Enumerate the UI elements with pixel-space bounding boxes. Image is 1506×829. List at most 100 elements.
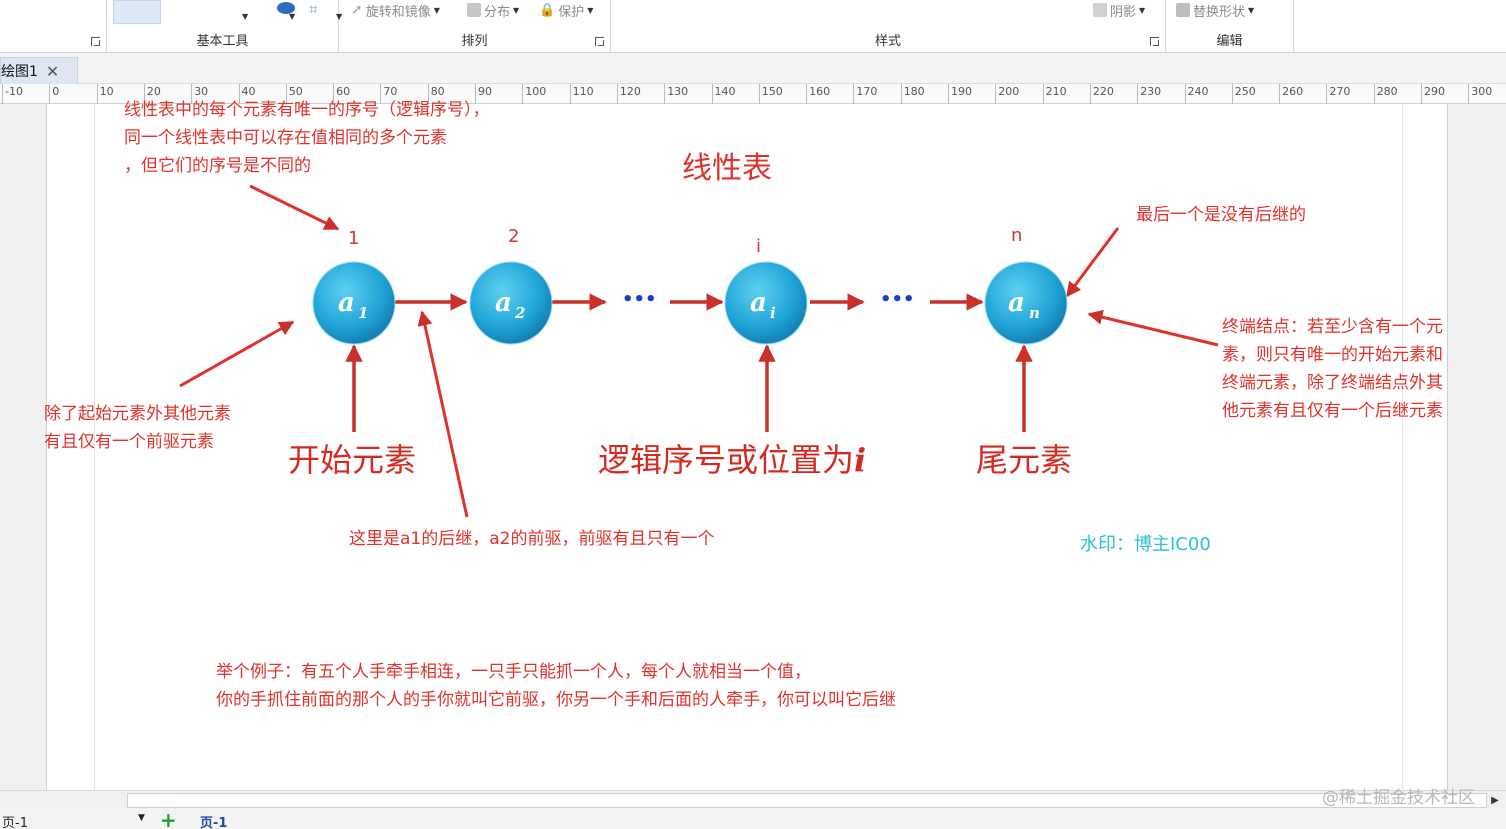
ruler-tick: 110	[569, 84, 594, 104]
drawing-canvas[interactable]	[0, 104, 1506, 790]
ribbon-group-label: 样式	[874, 34, 901, 49]
ruler-tick: 150	[758, 84, 783, 104]
ruler-tick: 80	[427, 84, 445, 104]
chevron-down-icon: ▼	[587, 5, 594, 15]
note-terminal-line-1: 终端结点：若至少含有一个元	[1222, 317, 1443, 337]
ruler-tick-label: 50	[288, 85, 303, 98]
ruler-tick-label: 300	[1471, 85, 1493, 98]
tab-page-1[interactable]: 页-1	[200, 816, 228, 829]
chevron-down-icon[interactable]: ▼	[289, 12, 296, 21]
ribbon-group-basic-tools: ▼ ▼ ▼ 基本工具	[107, 0, 343, 53]
ruler-tick: 180	[900, 84, 925, 104]
scrollbar-track[interactable]	[127, 793, 1487, 808]
shadow-button[interactable]: 阴影▼	[1093, 1, 1146, 20]
ruler-tick: 30	[191, 84, 208, 104]
ruler-tick: 40	[238, 84, 256, 104]
crop-icon[interactable]: ⌗	[309, 0, 318, 18]
ruler-tick: 0	[49, 84, 59, 104]
ruler-tick: -10	[2, 84, 23, 104]
example-line-2: 你的手抓住前面的那个人的手你就叫它前驱，你另一个手和后面的人牵手，你可以叫它后继	[216, 690, 896, 710]
ruler-tick-label: 20	[146, 85, 161, 98]
ruler-tick: 210	[1042, 84, 1067, 104]
ruler-tick-label: 190	[951, 85, 972, 98]
distribute-icon	[467, 3, 481, 17]
ruler-tick: 170	[853, 84, 877, 104]
chevron-down-icon[interactable]: ▼	[336, 12, 343, 21]
ruler-tick-label: 280	[1376, 85, 1398, 98]
ruler-tick: 260	[1279, 84, 1303, 104]
note-terminal-line-4: 他元素有且仅有一个后继元素	[1222, 401, 1443, 421]
ruler-tick-label: 100	[525, 85, 547, 98]
shadow-icon	[1093, 3, 1107, 17]
arrow-terminal-note	[1087, 309, 1219, 347]
replace-shape-button[interactable]: 替换形状▼	[1176, 1, 1255, 20]
ruler-tick: 140	[711, 84, 736, 104]
ruler-tick-label: 230	[1140, 85, 1162, 98]
ribbon-group-arrange: ⌗ ➚ 旋转和镜像▼ 分布▼ 🔒 保护▼ 排列	[277, 0, 611, 53]
note-top-line-2: 同一个线性表中可以存在值相同的多个元素	[124, 128, 447, 148]
replace-shape-icon	[1176, 3, 1190, 17]
ruler-tick: 10	[96, 84, 114, 104]
ruler-tick: 200	[995, 84, 1019, 104]
shape-selector-button[interactable]	[113, 0, 161, 24]
close-icon[interactable]: ✕	[45, 61, 60, 81]
note-terminal-line-3: 终端元素，除了终端结点外其	[1222, 373, 1443, 393]
rotate-icon: ➚	[351, 2, 363, 18]
ruler-tick: 240	[1184, 84, 1209, 104]
margin-guide	[1402, 104, 1403, 790]
node-an-base: a	[1008, 288, 1025, 318]
scroll-right-icon[interactable]: ▶	[1491, 795, 1499, 806]
ruler-tick-label: 80	[430, 85, 445, 98]
horizontal-scrollbar[interactable]: ▶	[0, 790, 1506, 809]
ribbon-group-label: 编辑	[1216, 34, 1243, 49]
drawing-page[interactable]	[46, 104, 1448, 790]
note-terminal-line-2: 素，则只有唯一的开始元素和	[1222, 345, 1443, 365]
ruler-tick: 250	[1231, 84, 1256, 104]
chevron-down-icon: ▼	[1139, 5, 1146, 15]
arrow-successor-note	[417, 310, 469, 518]
note-predecessor-line-2: 有且仅有一个前驱元素	[44, 432, 214, 452]
arrange-launcher-icon[interactable]	[595, 37, 604, 46]
ribbon-group-edit: 替换形状▼ 编辑	[1166, 0, 1294, 53]
ruler-tick-label: 210	[1045, 85, 1067, 98]
chevron-down-icon: ▼	[513, 5, 520, 15]
node-ai: a i	[724, 261, 808, 345]
rotate-mirror-button[interactable]: ➚ 旋转和镜像▼	[351, 2, 440, 20]
ruler-tick-label: 180	[903, 85, 925, 98]
node-ai-sub: i	[770, 304, 776, 322]
node-ai-base: a	[750, 288, 767, 318]
ruler-tick: 120	[616, 84, 641, 104]
node-an-sub: n	[1029, 304, 1040, 322]
chevron-down-icon[interactable]: ▼	[138, 813, 145, 823]
ruler-tick-label: 250	[1234, 85, 1256, 98]
protect-button[interactable]: 🔒 保护▼	[539, 2, 594, 20]
chevron-down-icon: ▼	[1248, 5, 1255, 15]
ruler-tick-label: 70	[383, 85, 398, 98]
node-a2-sub: 2	[514, 304, 525, 322]
ruler-tick: 270	[1326, 84, 1350, 104]
ruler-tick-label: 60	[336, 85, 351, 98]
ruler-tick-label: 110	[572, 85, 594, 98]
ruler-tick-label: -10	[5, 85, 23, 98]
node-an: a n	[984, 261, 1068, 345]
arrow-predecessor-note	[179, 320, 295, 388]
ruler-tick-label: 30	[194, 85, 209, 98]
style-launcher-icon[interactable]	[1150, 37, 1159, 46]
ribbon-group-label: 排列	[461, 34, 488, 49]
ellipsis-dots: •••	[622, 289, 657, 310]
tab-document[interactable]: 绘图1 ✕	[0, 57, 78, 84]
ruler-tick-label: 0	[52, 85, 60, 98]
ellipse-icon[interactable]	[277, 2, 295, 14]
ruler-tick-label: 240	[1187, 85, 1209, 98]
ellipsis-dots: •••	[880, 289, 915, 310]
ruler-tick: 60	[333, 84, 350, 104]
add-page-icon[interactable]: +	[160, 808, 177, 829]
ruler-tick-label: 140	[714, 85, 736, 98]
page-selector[interactable]: 页-1	[2, 816, 28, 829]
chevron-down-icon: ▼	[433, 5, 440, 15]
distribute-button[interactable]: 分布▼	[467, 1, 520, 20]
node-a1-sub: 1	[358, 304, 368, 322]
font-launcher-icon[interactable]	[91, 37, 100, 46]
chevron-down-icon[interactable]: ▼	[242, 12, 249, 21]
node-a1: a 1	[312, 261, 396, 345]
